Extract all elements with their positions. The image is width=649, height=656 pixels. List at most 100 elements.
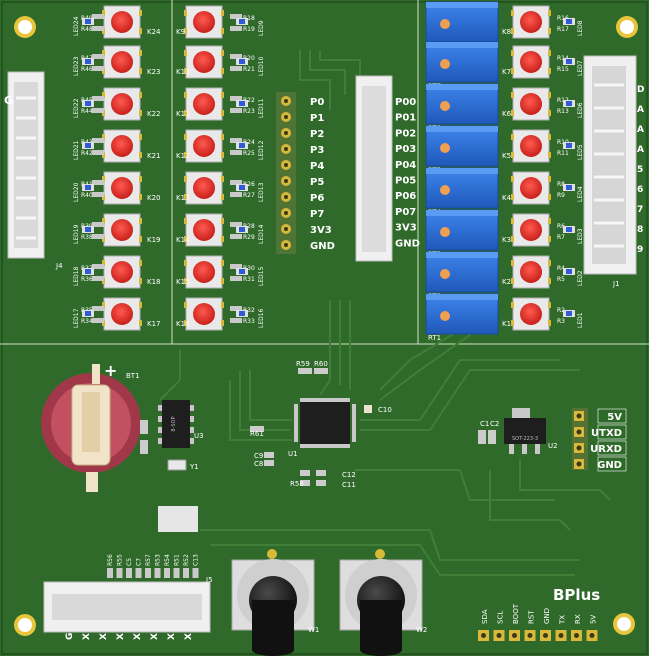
- resistor-label: R48: [81, 26, 93, 33]
- button-cap: [111, 11, 133, 33]
- key-button-k17[interactable]: [102, 297, 142, 331]
- led-label: LED2: [577, 270, 584, 286]
- key-button-k16[interactable]: [184, 297, 224, 331]
- passive-part: [126, 568, 132, 578]
- key-button-k10[interactable]: [184, 45, 224, 79]
- key-button-k2[interactable]: [511, 255, 551, 289]
- button-cap: [520, 303, 542, 325]
- button-cap: [111, 303, 133, 325]
- resistor: [92, 222, 104, 227]
- passive-part: [173, 568, 180, 578]
- battery-holder: + BT1: [41, 361, 141, 492]
- connector-pin-label: P02: [395, 128, 416, 139]
- label-c1: C1: [480, 420, 489, 428]
- trimmer-potentiometer[interactable]: [425, 293, 499, 335]
- key-button-k6[interactable]: [511, 87, 551, 121]
- button-cap: [520, 93, 542, 115]
- label-c12: C12: [342, 471, 356, 479]
- key-button-k1[interactable]: [511, 297, 551, 331]
- resistor: [230, 180, 242, 185]
- resistor: [92, 264, 104, 269]
- resistor-label: R19: [243, 26, 255, 33]
- key-button-k22[interactable]: [102, 87, 142, 121]
- mcu-chip: U1: [288, 398, 356, 458]
- crystal: Y1: [167, 459, 199, 471]
- key-label: K5: [502, 152, 511, 160]
- blank-label-area: [158, 506, 198, 532]
- key-button-k4[interactable]: [511, 171, 551, 205]
- encoder-left-ref: W1: [308, 626, 319, 634]
- smd-passives: [140, 368, 496, 486]
- resistor: [92, 192, 104, 197]
- trimmer-potentiometer[interactable]: [425, 125, 499, 167]
- voltage-regulator: SOT-223-3 U2: [504, 408, 558, 454]
- key-button-k11[interactable]: [184, 87, 224, 121]
- key-button-k14[interactable]: [184, 213, 224, 247]
- resistor-label: R36: [81, 276, 93, 283]
- led-indicator: [563, 142, 575, 149]
- trimmer-potentiometer[interactable]: [425, 83, 499, 125]
- label-c11: C11: [342, 481, 356, 489]
- key-button-k13[interactable]: [184, 171, 224, 205]
- resistor-label: R10: [557, 139, 569, 146]
- passive-part: [183, 568, 189, 578]
- svg-text:+: +: [104, 361, 117, 380]
- key-label: K21: [147, 152, 161, 160]
- bottom-pin-label: 5V: [590, 615, 598, 624]
- j5-ref: J5: [205, 576, 213, 584]
- key-button-k5[interactable]: [511, 129, 551, 163]
- connector-pin-label: P04: [395, 160, 416, 171]
- key-button-k12[interactable]: [184, 129, 224, 163]
- trimmer-potentiometer[interactable]: [425, 251, 499, 293]
- label-r58: R58: [290, 480, 304, 488]
- resistor-label: R29: [243, 234, 255, 241]
- key-button-k23[interactable]: [102, 45, 142, 79]
- resistor: [230, 192, 242, 197]
- trimmer-potentiometer[interactable]: [425, 1, 499, 43]
- connector-pin-label: P07: [395, 207, 416, 218]
- uart-pin-label: GND: [597, 460, 622, 471]
- uart-pin-label: 5V: [607, 412, 622, 423]
- uart-pin-label: URXD: [590, 444, 622, 455]
- led-indicator: [236, 100, 248, 107]
- j1-pin-label: 8: [637, 225, 643, 235]
- trimmer-potentiometer[interactable]: [425, 41, 499, 83]
- key-button-k3[interactable]: [511, 213, 551, 247]
- passive-label: R51: [174, 554, 181, 566]
- trimmer-potentiometer[interactable]: [425, 209, 499, 251]
- rotary-encoder-right: W2: [339, 549, 427, 656]
- header-pin-label: P2: [310, 129, 324, 140]
- resistor: [230, 264, 242, 269]
- led-label: LED1: [577, 312, 584, 328]
- key-button-k20[interactable]: [102, 171, 142, 205]
- key-button-k15[interactable]: [184, 255, 224, 289]
- trimmer-potentiometer[interactable]: [425, 167, 499, 209]
- led-label: LED7: [577, 60, 584, 76]
- traces: [159, 50, 611, 576]
- key-button-k7[interactable]: [511, 45, 551, 79]
- resistor-label: R24: [243, 139, 255, 146]
- key-button-k19[interactable]: [102, 213, 142, 247]
- led-indicator: [236, 18, 248, 25]
- key-button-k21[interactable]: [102, 129, 142, 163]
- resistor-label: R14: [557, 55, 569, 62]
- brand-label: BPlus: [553, 586, 600, 604]
- mounting-holes: [14, 16, 638, 636]
- key-label: K15: [176, 278, 190, 286]
- key-label: K20: [147, 194, 161, 202]
- key-button-k24[interactable]: [102, 5, 142, 39]
- resistor: [92, 96, 104, 101]
- key-label: K2: [502, 278, 511, 286]
- key-label: K1: [502, 320, 511, 328]
- header-pin-label: P6: [310, 193, 324, 204]
- key-button-k9[interactable]: [184, 5, 224, 39]
- key-button-k18[interactable]: [102, 255, 142, 289]
- led-label: LED15: [258, 266, 265, 286]
- j5-pin-label: X: [82, 633, 92, 640]
- resistor-label: R5: [557, 276, 565, 283]
- key-button-k8[interactable]: [511, 5, 551, 39]
